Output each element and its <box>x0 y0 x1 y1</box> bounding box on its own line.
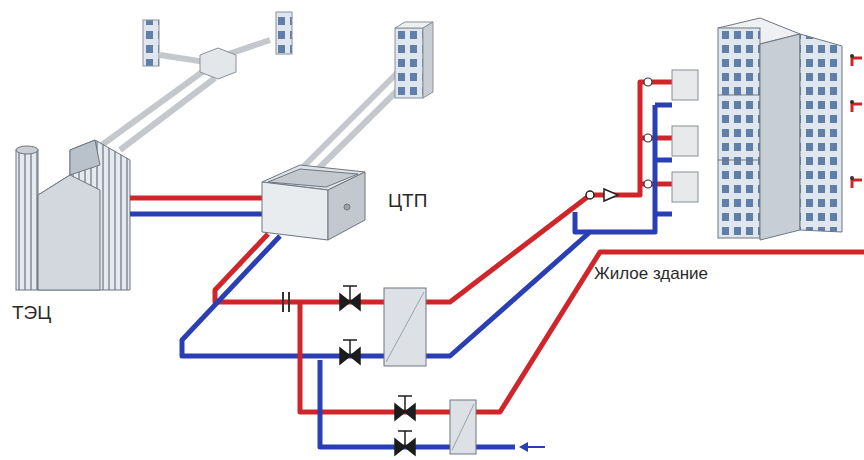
substation-label: ЦТП <box>388 190 427 213</box>
plant-label: ТЭЦ <box>12 302 51 325</box>
building-label: Жилое здание <box>594 264 708 284</box>
